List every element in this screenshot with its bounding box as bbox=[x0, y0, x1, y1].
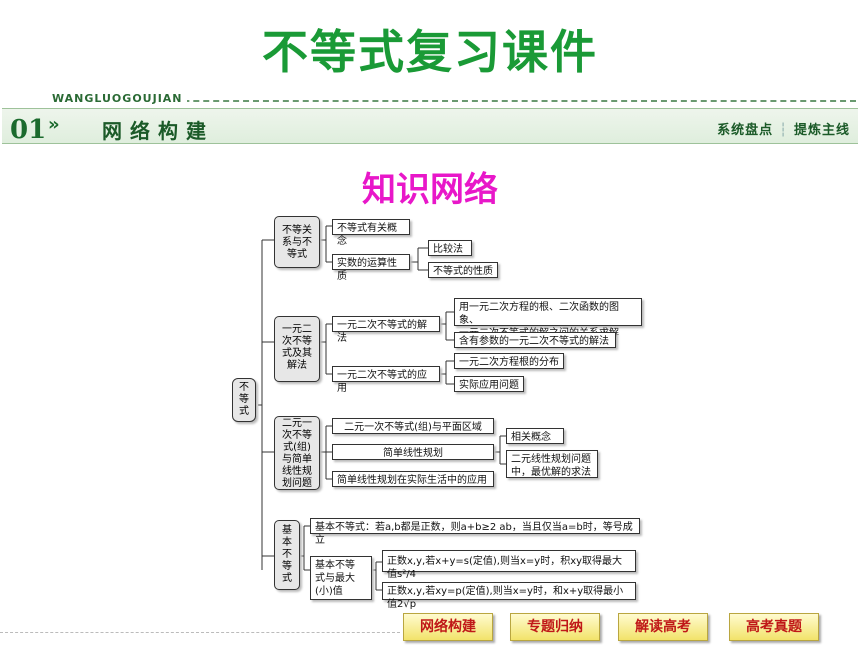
node-min-value: 正数x,y,若xy=p(定值),则当x=y时，和x+y取得最小值2√p bbox=[382, 582, 636, 610]
node-concepts: 不等式有关概念 bbox=[332, 219, 410, 247]
section-header: WANGLUOGOUJIAN 01 » 网络构建 系统盘点 ┆ 提炼主线 bbox=[2, 86, 858, 148]
tagline-right: 提炼主线 bbox=[793, 123, 850, 138]
tagline-separator: ┆ bbox=[779, 123, 788, 138]
nav-topics-button[interactable]: 专题归纳 bbox=[510, 613, 600, 641]
branch-quadratic: 一元二 次不等 式及其 解法 bbox=[274, 316, 320, 382]
branch-linear-programming: 二元一 次不等 式(组) 与简单 线性规 划问题 bbox=[274, 416, 320, 490]
node-quadratic-apply: 一元二次不等式的应用 bbox=[332, 366, 440, 394]
node-roots-relation: 用一元二次方程的根、二次函数的图象、 一元二次不等式的解之间的关系求解 bbox=[454, 298, 642, 339]
nav-network-button[interactable]: 网络构建 bbox=[403, 613, 493, 641]
node-plane-region: 二元一次不等式(组)与平面区域 bbox=[332, 418, 494, 434]
header-tagline: 系统盘点 ┆ 提炼主线 bbox=[717, 119, 850, 138]
node-properties: 不等式的性质 bbox=[428, 262, 498, 278]
header-band: 01 » 网络构建 系统盘点 ┆ 提炼主线 bbox=[2, 108, 858, 145]
node-max-value: 正数x,y,若x+y=s(定值),则当x=y时，积xy取得最大值s²/4 bbox=[382, 550, 636, 580]
node-lp-application: 简单线性规划在实际生活中的应用 bbox=[332, 471, 494, 487]
nav-exam-analysis-button[interactable]: 解读高考 bbox=[618, 613, 708, 641]
node-practical: 实际应用问题 bbox=[454, 376, 524, 392]
footer-dashed-line bbox=[0, 632, 400, 633]
node-param-inequality: 含有参数的一元二次不等式的解法 bbox=[454, 332, 616, 348]
node-quadratic-solve: 一元二次不等式的解法 bbox=[332, 316, 440, 344]
node-related-concepts: 相关概念 bbox=[506, 428, 564, 444]
node-compare: 比较法 bbox=[428, 240, 472, 256]
section-title: 网络构建 bbox=[102, 119, 214, 143]
double-chevron-icon: » bbox=[48, 114, 60, 135]
nav-exam-questions-button[interactable]: 高考真题 bbox=[729, 613, 819, 641]
slide-subtitle: 知识网络 bbox=[362, 170, 498, 210]
header-dashed-line bbox=[54, 100, 856, 102]
node-extreme-values: 基本不等 式与最大 (小)值 bbox=[310, 556, 372, 600]
node-real-properties: 实数的运算性质 bbox=[332, 254, 410, 282]
root-node: 不 等 式 bbox=[232, 378, 256, 422]
node-basic-inequality: 基本不等式：若a,b都是正数，则a+b≥2 ab，当且仅当a=b时，等号成立 bbox=[310, 518, 640, 546]
header-pinyin: WANGLUOGOUJIAN bbox=[52, 92, 187, 105]
node-optimal-solution: 二元线性规划问题 中，最优解的求法 bbox=[506, 450, 598, 478]
section-number: 01 bbox=[10, 115, 47, 145]
node-simple-lp: 简单线性规划 bbox=[332, 444, 494, 460]
node-root-distribution: 一元二次方程根的分布 bbox=[454, 353, 564, 369]
page-title: 不等式复习课件 bbox=[262, 25, 598, 79]
branch-basic-inequality: 基 本 不 等 式 bbox=[274, 520, 300, 590]
branch-inequality-relation: 不等关 系与不 等式 bbox=[274, 216, 320, 268]
tagline-left: 系统盘点 bbox=[717, 123, 774, 138]
